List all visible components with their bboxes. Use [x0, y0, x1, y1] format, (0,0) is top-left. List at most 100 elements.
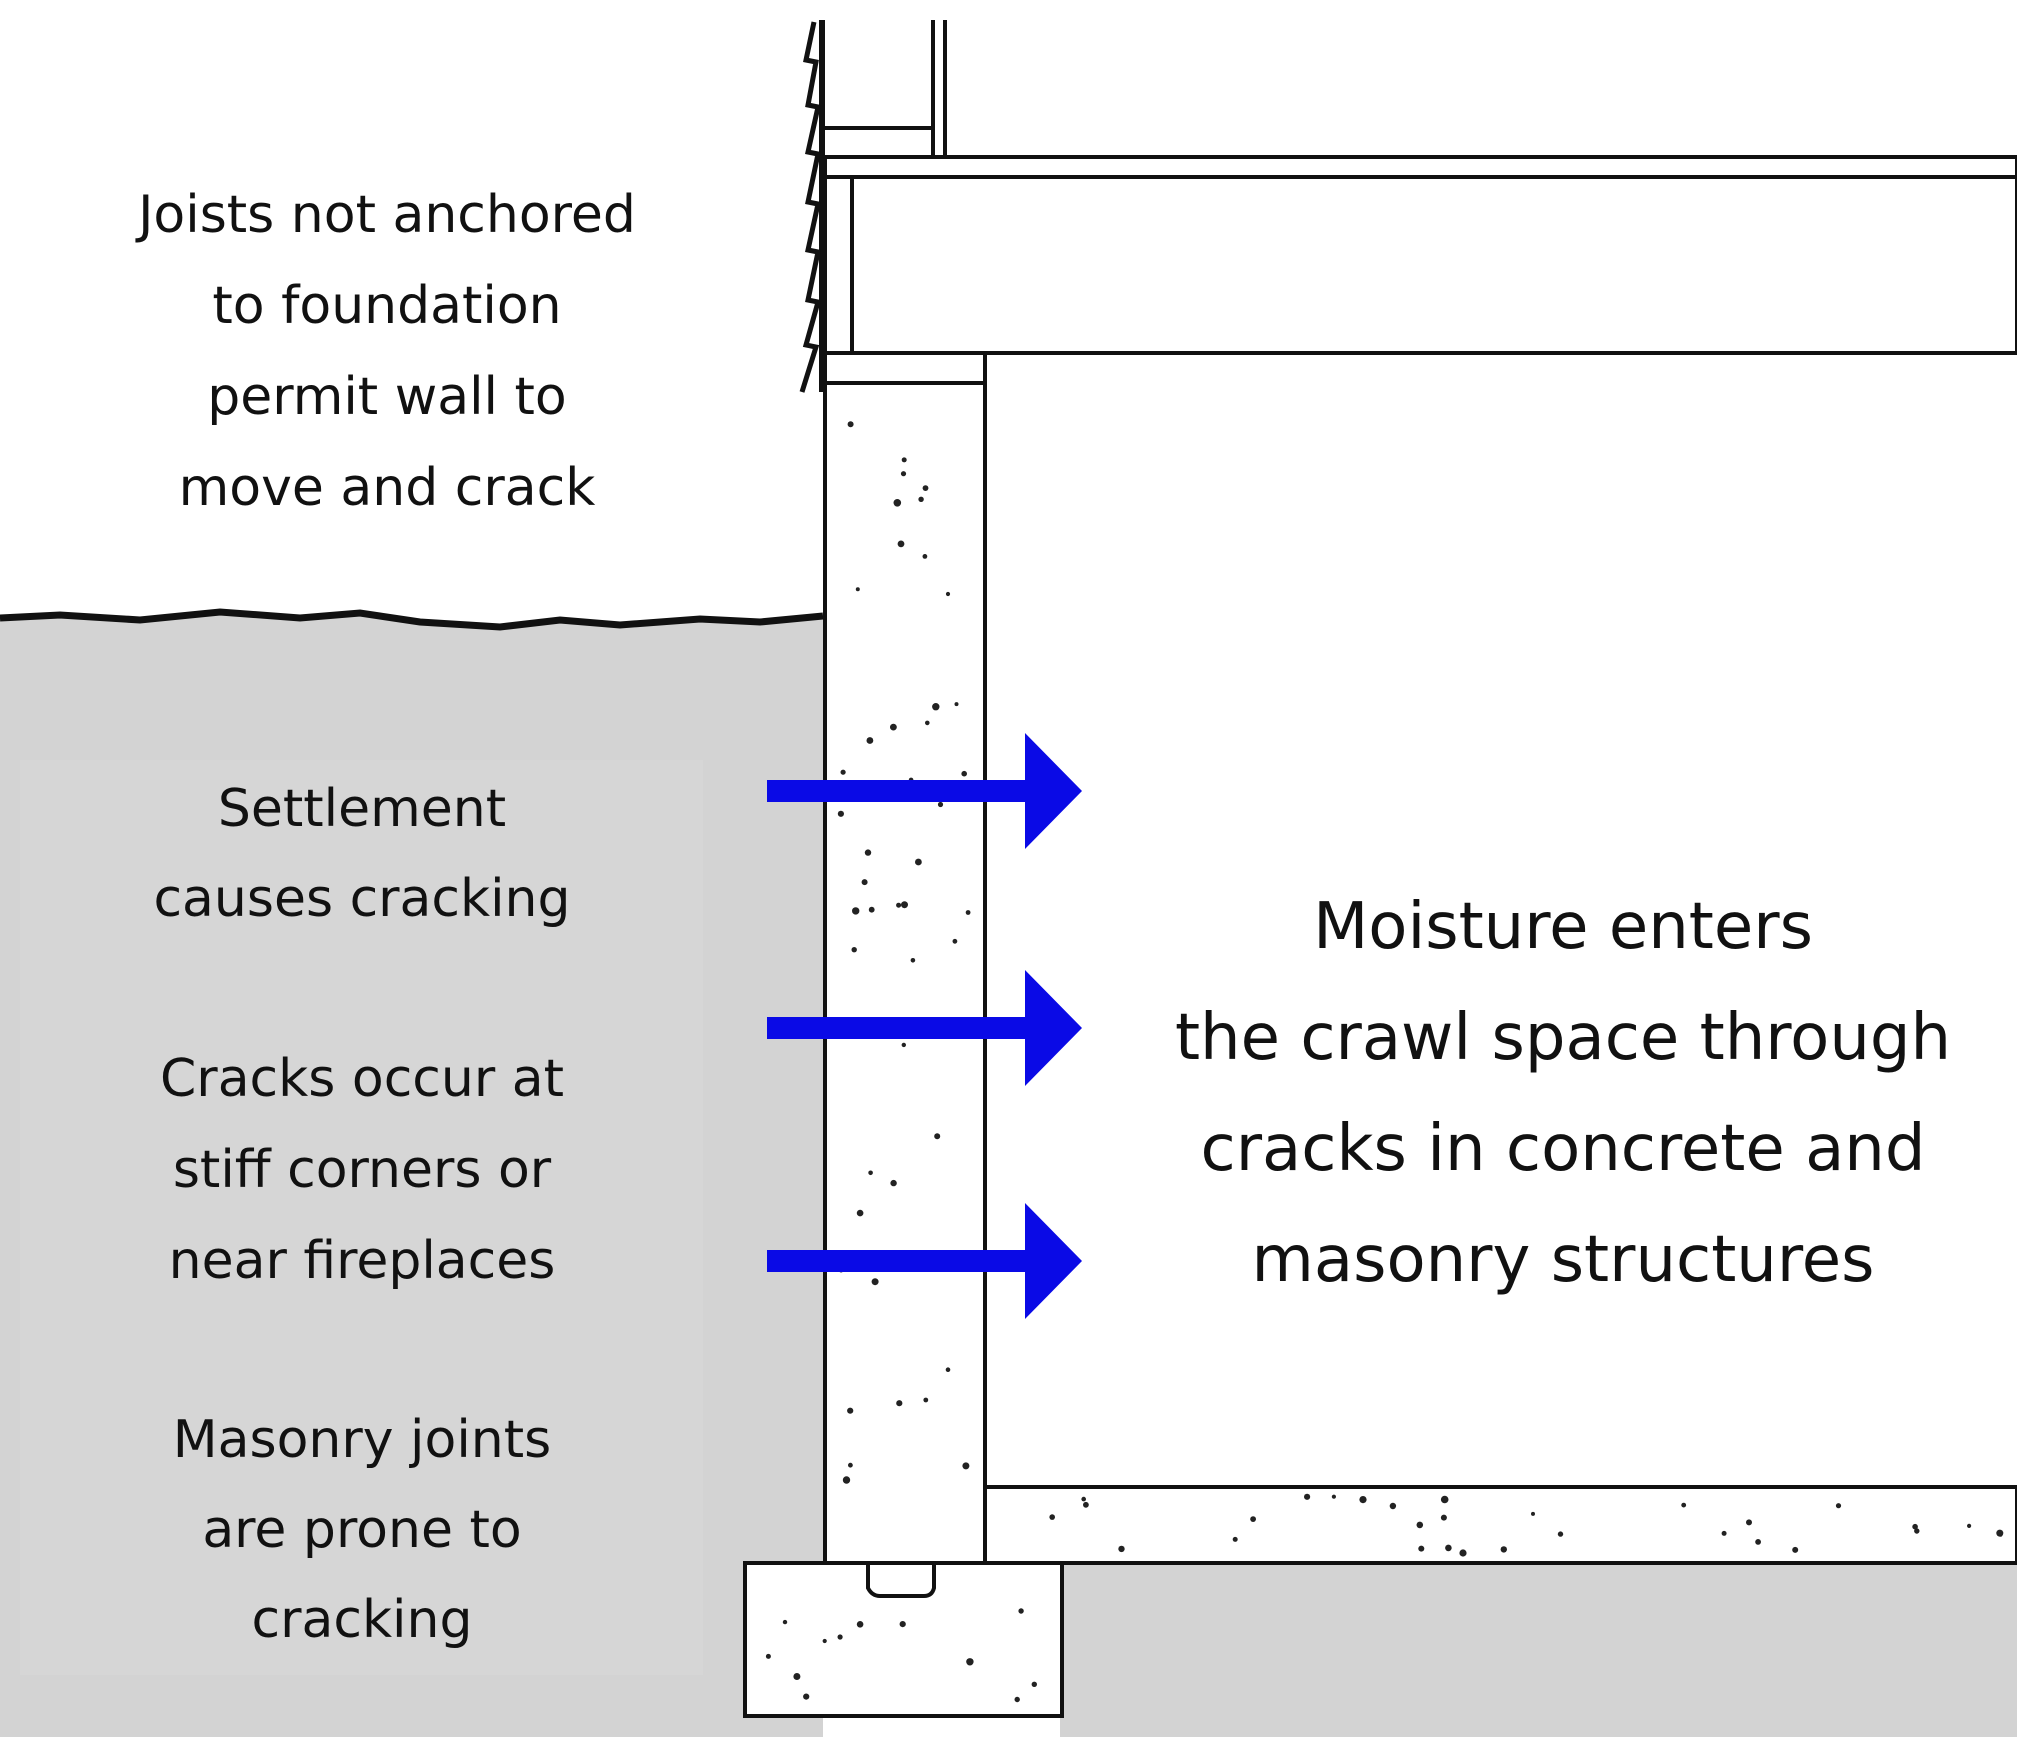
- aggregate-speck: [1083, 1501, 1089, 1508]
- footing: [743, 1561, 1064, 1718]
- aggregate-speck: [1359, 1496, 1367, 1504]
- aggregate-speck: [901, 457, 907, 463]
- aggregate-speck: [1459, 1549, 1467, 1557]
- cracks-corners-note-line: stiff corners or: [172, 1140, 552, 1200]
- aggregate-speck: [1445, 1544, 1452, 1552]
- aggregate-speck: [840, 769, 846, 775]
- aggregate-speck: [803, 1693, 810, 1700]
- aggregate-speck: [842, 1476, 851, 1484]
- masonry-joints-note: Masonry joints are prone to cracking: [42, 1395, 682, 1665]
- aggregate-speck: [847, 1407, 854, 1414]
- moisture-arrow-icon: [767, 733, 1082, 849]
- aggregate-speck: [900, 471, 907, 477]
- aggregate-speck: [1967, 1523, 1972, 1528]
- aggregate-speck: [866, 737, 874, 744]
- aggregate-speck: [901, 1042, 906, 1048]
- aggregate-speck: [852, 907, 860, 915]
- cracks-corners-note-line: near fireplaces: [168, 1231, 556, 1291]
- aggregate-speck: [910, 958, 916, 963]
- aggregate-speck: [837, 1634, 843, 1640]
- settlement-note: Settlement causes cracking: [42, 764, 682, 944]
- aggregate-speck: [1018, 1608, 1024, 1614]
- aggregate-speck: [890, 723, 897, 731]
- aggregate-speck: [897, 540, 905, 548]
- aggregate-speck: [1440, 1514, 1447, 1521]
- cracks-corners-note: Cracks occur at stiff corners or near fi…: [42, 1034, 682, 1307]
- foundation-wall: [823, 381, 987, 1565]
- moisture-note: Moisture enters the crawl space through …: [1093, 872, 2017, 1316]
- aggregate-speck: [851, 947, 857, 953]
- aggregate-speck: [966, 1658, 974, 1666]
- aggregate-speck: [1531, 1511, 1535, 1516]
- joists-note-line: move and crack: [178, 458, 596, 518]
- moisture-arrow-icon: [767, 970, 1082, 1086]
- joists-note: Joists not anchored to foundation permit…: [67, 170, 707, 534]
- aggregate-speck: [1912, 1523, 1918, 1530]
- moisture-note-line: the crawl space through: [1174, 1001, 1952, 1075]
- aggregate-speck: [922, 485, 929, 491]
- aggregate-speck: [945, 591, 951, 597]
- aggregate-speck: [1792, 1546, 1799, 1553]
- joists-note-line: permit wall to: [207, 367, 567, 427]
- aggregate-speck: [1835, 1503, 1842, 1509]
- moisture-note-line: cracks in concrete and: [1200, 1112, 1926, 1186]
- aggregate-speck: [847, 421, 854, 428]
- aggregate-speck: [915, 858, 922, 866]
- settlement-note-line: causes cracking: [153, 869, 571, 929]
- masonry-joints-note-line: Masonry joints: [172, 1410, 552, 1470]
- aggregate-speck: [1118, 1545, 1125, 1553]
- stud-wall: [819, 20, 947, 392]
- ground-line: [0, 608, 824, 631]
- masonry-joints-note-line: are prone to: [202, 1500, 522, 1560]
- settlement-note-line: Settlement: [217, 779, 507, 839]
- aggregate-speck: [1746, 1519, 1752, 1526]
- aggregate-speck: [861, 879, 868, 886]
- aggregate-speck: [1755, 1539, 1761, 1545]
- aggregate-speck: [1232, 1536, 1238, 1542]
- floor-deck: [823, 155, 2017, 385]
- aggregate-speck: [896, 902, 902, 908]
- aggregate-speck: [962, 1462, 970, 1470]
- aggregate-speck: [1081, 1496, 1086, 1502]
- aggregate-speck: [855, 587, 860, 592]
- aggregate-speck: [1500, 1546, 1508, 1553]
- aggregate-speck: [1031, 1681, 1038, 1688]
- aggregate-speck: [1440, 1495, 1449, 1504]
- aggregate-speck: [901, 901, 908, 909]
- joists-note-line: to foundation: [212, 276, 562, 336]
- label-panel: [20, 760, 703, 1675]
- aggregate-speck: [1721, 1530, 1727, 1536]
- aggregate-speck: [793, 1673, 801, 1680]
- aggregate-speck: [1014, 1696, 1020, 1703]
- aggregate-speck: [871, 1278, 879, 1286]
- aggregate-speck: [765, 1653, 771, 1659]
- aggregate-speck: [782, 1619, 788, 1625]
- aggregate-speck: [937, 801, 944, 808]
- moisture-note-line: masonry structures: [1251, 1223, 1875, 1297]
- aggregate-speck: [1049, 1514, 1055, 1520]
- aggregate-speck: [945, 1367, 951, 1372]
- aggregate-speck: [925, 720, 930, 726]
- aggregate-speck: [1331, 1494, 1336, 1499]
- aggregate-speck: [868, 1170, 873, 1176]
- moisture-note-line: Moisture enters: [1313, 890, 1813, 964]
- aggregate-speck: [1557, 1531, 1564, 1537]
- aggregate-speck: [1914, 1528, 1920, 1534]
- aggregate-speck: [837, 810, 845, 817]
- siding: [799, 21, 822, 393]
- aggregate-speck: [918, 496, 924, 502]
- aggregate-speck: [1304, 1493, 1311, 1500]
- aggregate-speck: [922, 554, 928, 559]
- aggregate-speck: [1998, 1532, 2003, 1537]
- aggregate-speck: [896, 1400, 903, 1407]
- crawl-space-slab: [983, 1485, 2017, 1565]
- aggregate-speck: [932, 703, 940, 711]
- aggregate-speck: [954, 702, 959, 707]
- aggregate-speck: [864, 849, 872, 856]
- moisture-arrow-icon: [767, 1203, 1082, 1319]
- masonry-joints-note-line: cracking: [251, 1590, 473, 1650]
- aggregate-speck: [1389, 1502, 1397, 1510]
- aggregate-speck: [868, 906, 875, 913]
- cracks-corners-note-line: Cracks occur at: [160, 1049, 564, 1109]
